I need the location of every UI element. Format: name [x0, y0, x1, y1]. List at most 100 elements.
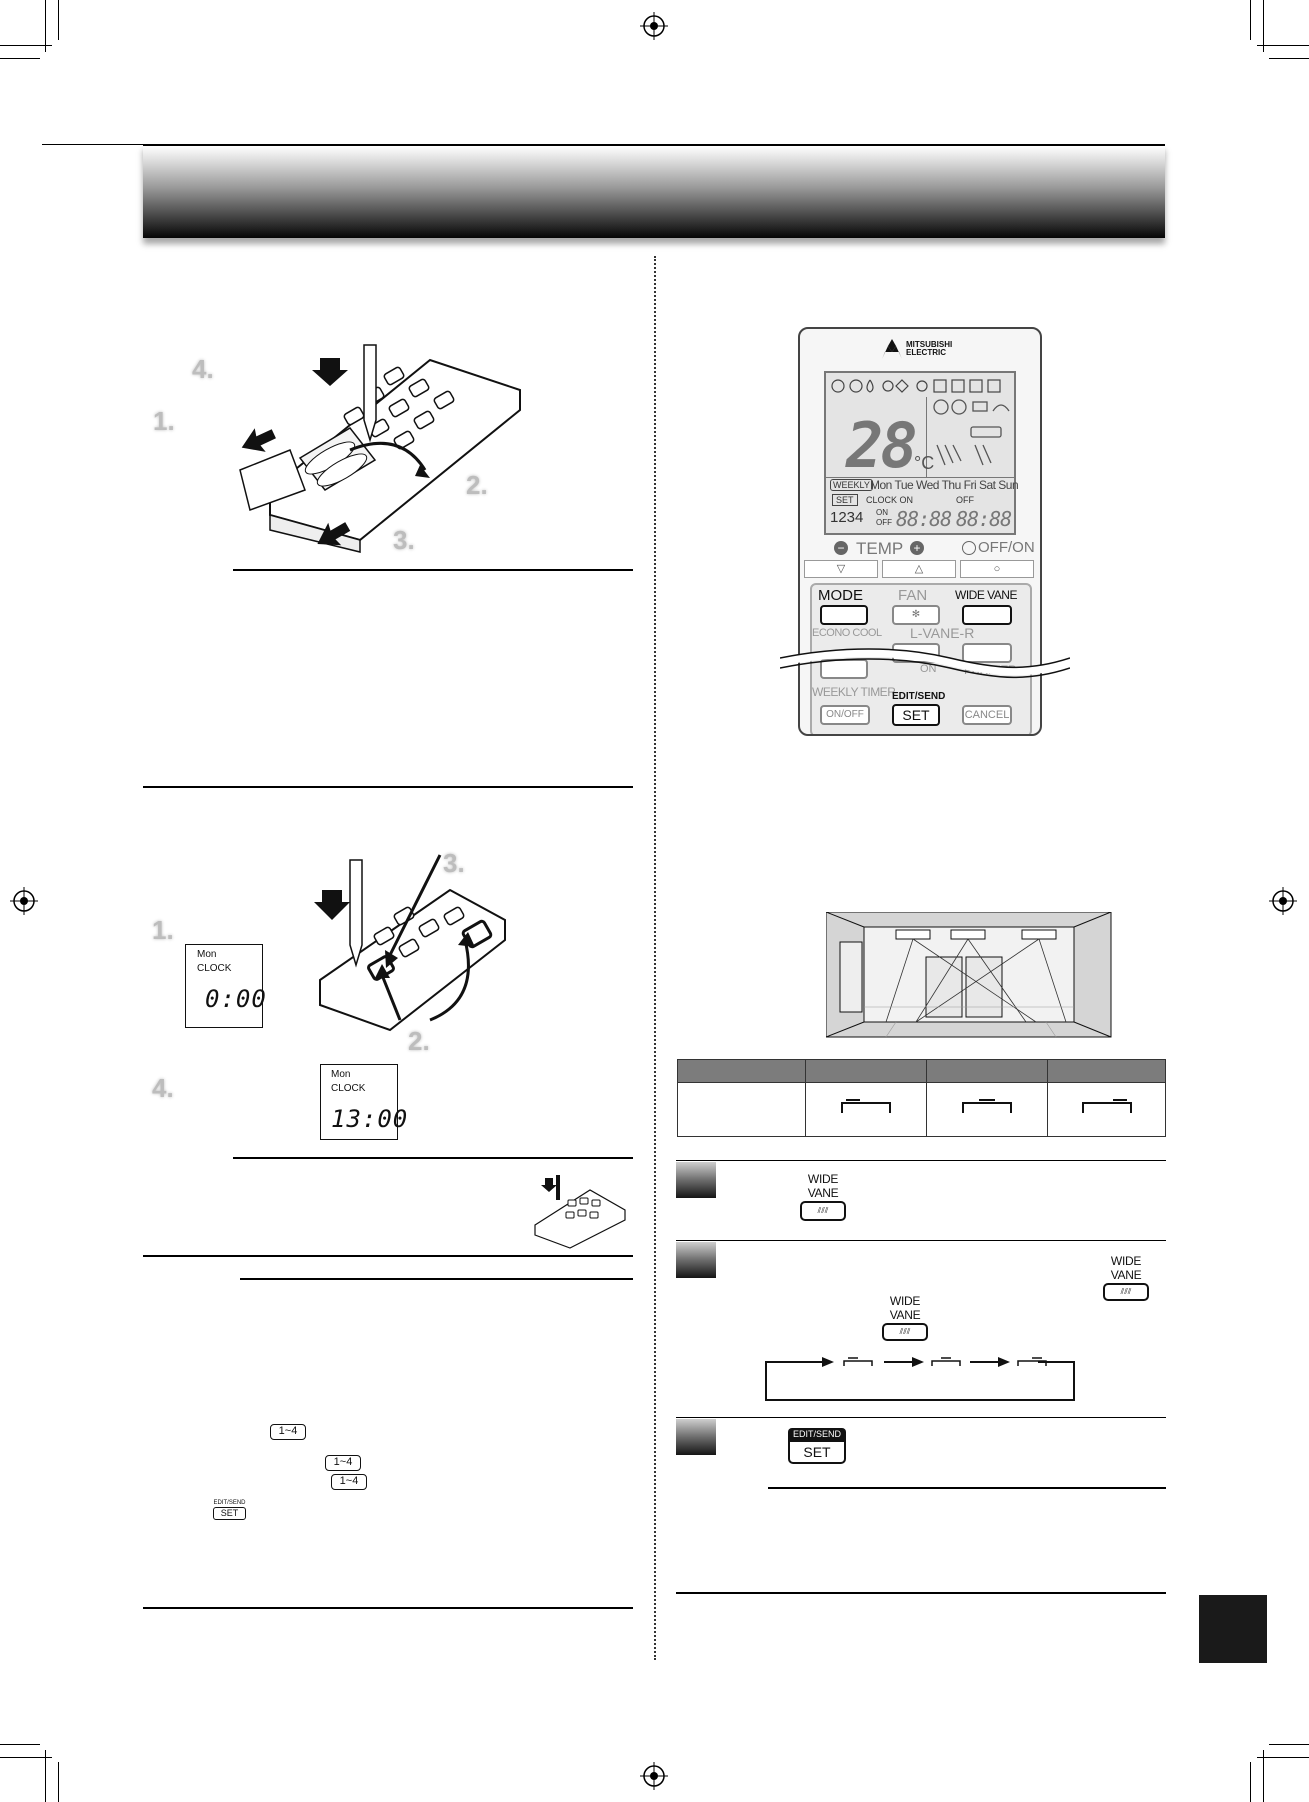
program-range-key[interactable]: 1~4	[270, 1424, 306, 1440]
brand-name: MITSUBISHI ELECTRIC	[906, 341, 952, 357]
timer-off-label: OFF	[876, 518, 892, 527]
edit-send-label: EDIT/SEND	[788, 1428, 846, 1440]
step-rule	[676, 1160, 1166, 1161]
weekdays: Mon Tue Wed Thu Fri Sat Sun	[870, 478, 1019, 492]
step1-wide-vane-key[interactable]: WIDE VANE ⫽⫽⫽	[794, 1172, 852, 1221]
crop-mark	[45, 1750, 46, 1802]
battery-insertion-illustration	[239, 344, 521, 553]
step-label: 1.	[152, 915, 174, 945]
vane-left-icon	[841, 1099, 891, 1113]
crop-mark	[1250, 1762, 1251, 1802]
crop-mark	[0, 1757, 52, 1758]
temperature-value: 28	[846, 409, 918, 482]
step-label: 4.	[192, 354, 214, 384]
section-rule	[240, 1278, 633, 1280]
set-button[interactable]: SET	[892, 704, 940, 726]
lcd-clock-label: CLOCK	[331, 1083, 366, 1094]
lcd-day: Mon	[197, 949, 217, 960]
lcd-time: 13:00	[331, 1105, 409, 1133]
lvane-right-button[interactable]	[962, 643, 1012, 663]
mode-button[interactable]	[820, 605, 868, 625]
column-divider	[654, 256, 656, 1660]
crop-mark	[58, 0, 59, 40]
wide-vane-key-button: ⫽⫽⫽	[1103, 1283, 1149, 1301]
temperature-unit: °C	[914, 453, 935, 473]
wide-vane-key-label: WIDE VANE	[807, 1172, 839, 1200]
wide-vane-label: WIDE VANE	[955, 588, 1017, 602]
weekly-tag: WEEKLY	[830, 479, 873, 491]
clock-on-label: CLOCK ON	[866, 495, 914, 505]
timer-right-time: 88:88	[956, 507, 1012, 531]
temp-up-button[interactable]: △	[882, 560, 956, 578]
section-rule	[143, 1607, 633, 1609]
cut-away-lines	[780, 648, 1070, 679]
temp-down-button[interactable]: ▽	[804, 560, 878, 578]
weekly-timer-label: WEEKLY TIMER	[812, 685, 896, 699]
fan-vane-icons	[933, 399, 1010, 466]
wide-vane-button[interactable]	[962, 605, 1012, 625]
set-key: SET	[213, 1507, 246, 1520]
lcd-clock-label: CLOCK	[197, 963, 232, 974]
clock-setting-illustration	[314, 854, 506, 1032]
fan-button[interactable]: ✻	[892, 605, 940, 625]
edit-send-key[interactable]: EDIT/SEND SET	[213, 1500, 246, 1522]
crop-mark	[1257, 1757, 1309, 1758]
step-label: 3.	[443, 848, 465, 878]
power-icon	[962, 541, 976, 555]
on-label: ON	[920, 663, 937, 675]
vane-cycle-diagram	[765, 1357, 1075, 1401]
step-label: 4.	[152, 1073, 174, 1103]
page-tab-marker	[1199, 1595, 1267, 1663]
weekly-onoff-button[interactable]: ON/OFF	[820, 705, 870, 725]
temp-label: TEMP	[856, 539, 904, 558]
crop-mark	[1269, 58, 1309, 59]
temp-plus-icon: +	[910, 541, 924, 555]
timer-left-time: 88:88	[896, 507, 952, 531]
step-tab-1	[676, 1162, 716, 1198]
off-label: OFF	[956, 495, 974, 505]
crop-mark	[0, 58, 40, 59]
brand-name-line2: ELECTRIC	[906, 348, 946, 357]
vane-right-icon	[1081, 1099, 1132, 1113]
temp-minus-icon: −	[834, 541, 848, 555]
reset-button-illustration	[534, 1175, 626, 1249]
mitsubishi-logo-icon	[882, 339, 902, 359]
section-rule	[233, 569, 633, 571]
step2-wide-vane-key-b[interactable]: WIDE VANE ⫽⫽⫽	[876, 1294, 934, 1341]
step-rule	[676, 1240, 1166, 1241]
mode-icons-row	[831, 379, 1001, 393]
lvane-label: L-VANE-R	[910, 625, 975, 641]
crop-mark	[1269, 1744, 1309, 1745]
crop-mark	[0, 45, 52, 46]
econo-cool-label: ECONO COOL	[812, 627, 882, 639]
program-range-key[interactable]: 1~4	[331, 1474, 367, 1490]
crop-mark	[0, 1744, 40, 1745]
remote-lcd: 28 °C WEEKLY Mon Tue Wed Thu Fri Sat Sun…	[824, 371, 1019, 535]
step-label: 2.	[408, 1026, 430, 1056]
step3-set-key[interactable]: EDIT/SEND SET	[788, 1428, 846, 1464]
step2-wide-vane-key-a[interactable]: WIDE VANE ⫽⫽⫽	[1097, 1254, 1155, 1301]
cancel-button[interactable]: CANCEL	[962, 705, 1012, 725]
program-numbers: 1234	[830, 509, 864, 526]
section-rule	[233, 1157, 633, 1159]
lcd-clock-blinking: Mon CLOCK 0:00	[185, 944, 266, 1028]
lcd-day: Mon	[331, 1069, 351, 1080]
wide-vane-key-button: ⫽⫽⫽	[882, 1323, 928, 1341]
section-rule	[143, 786, 633, 788]
table-header-row	[677, 1059, 1166, 1083]
registration-target-icon	[640, 1762, 668, 1790]
step-rule	[676, 1417, 1166, 1418]
off-on-button[interactable]: ○	[960, 560, 1034, 578]
step-tab-2	[676, 1242, 716, 1278]
wide-vane-key-label: WIDE VANE	[889, 1294, 921, 1322]
crop-mark	[58, 1762, 59, 1802]
registration-target-icon	[1269, 887, 1297, 915]
brand-name-line1: MITSUBISHI	[906, 340, 953, 349]
room-airflow-illustration	[826, 912, 1112, 1038]
set-tag: SET	[832, 494, 858, 506]
remote-controller: MITSUBISHI ELECTRIC 28 °C WEEKLY Mon Tue…	[798, 327, 1042, 736]
step-tab-3	[676, 1419, 716, 1455]
crop-mark	[45, 0, 46, 52]
program-range-key[interactable]: 1~4	[325, 1455, 361, 1471]
lcd-time: 0:00	[205, 985, 267, 1013]
